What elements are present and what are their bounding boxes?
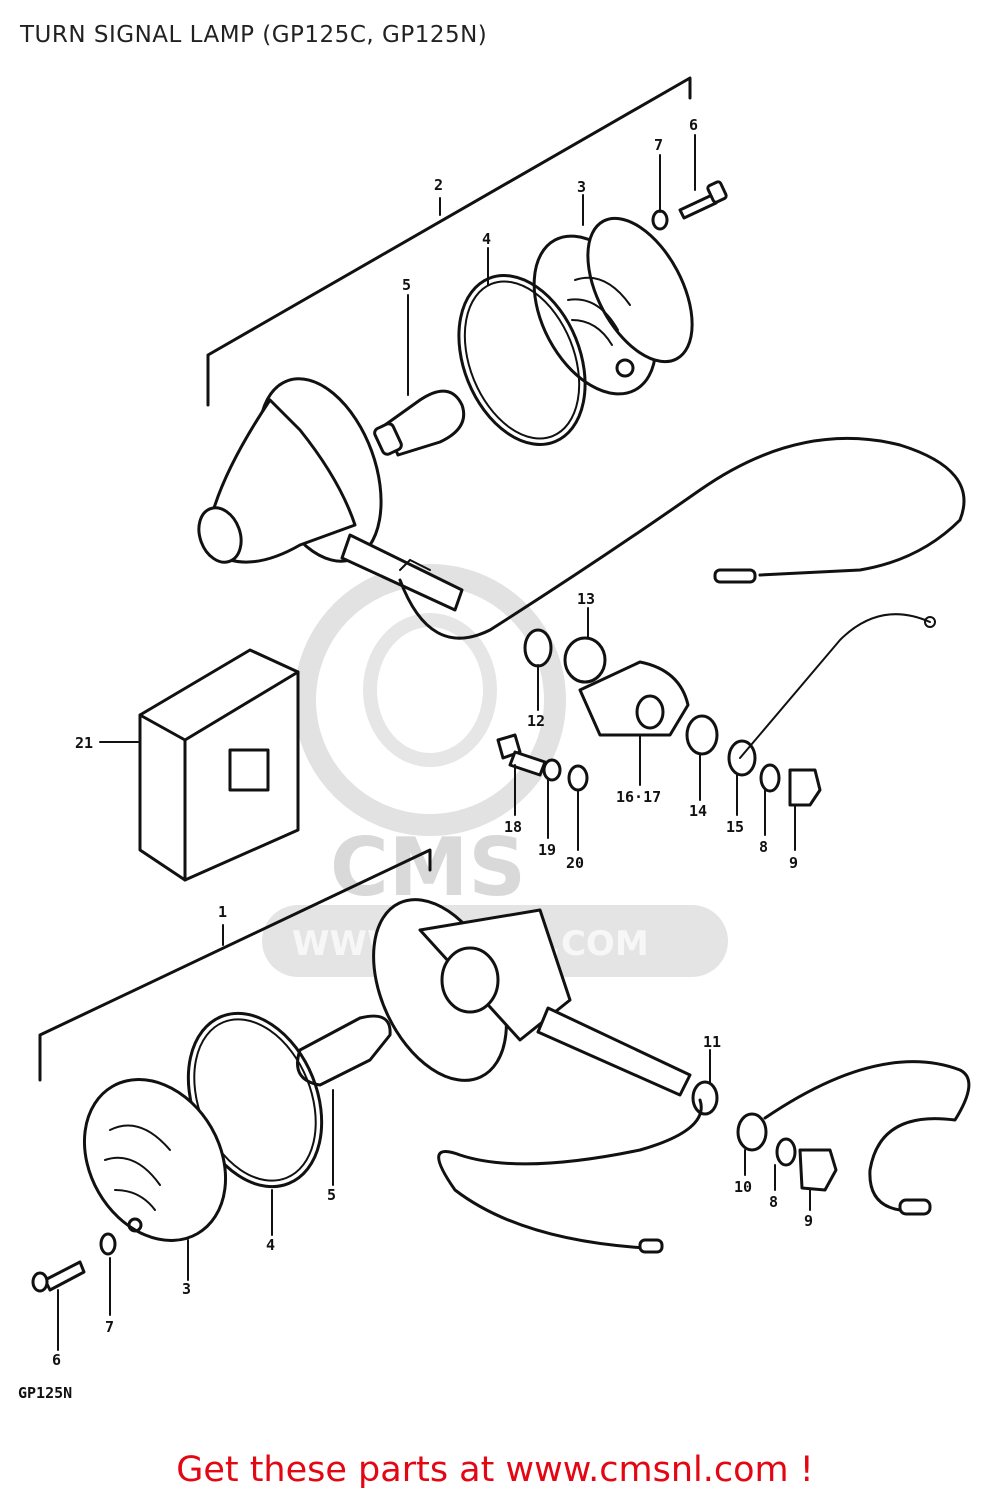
wire-terminal-upper [713, 568, 757, 584]
callout-8-lower: 8 [769, 1193, 778, 1211]
lockwasher-8-upper [759, 763, 781, 793]
callout-5-upper: 5 [402, 276, 411, 294]
callout-1: 1 [218, 903, 227, 921]
callout-12: 12 [527, 712, 545, 730]
footer-promo-link[interactable]: Get these parts at www.cmsnl.com ! [176, 1450, 814, 1490]
washer-7-lower [99, 1232, 117, 1256]
nut-9-upper [788, 768, 822, 807]
callout-8-upper: 8 [759, 838, 768, 856]
wire-lower-right [763, 1060, 971, 1212]
washer-19 [542, 758, 562, 782]
callout-11: 11 [703, 1033, 721, 1051]
callout-6-lower: 6 [52, 1351, 61, 1369]
wire-lower-left [437, 1098, 703, 1250]
washer-10 [736, 1112, 768, 1152]
callout-14: 14 [689, 802, 707, 820]
leader-lines [57, 134, 811, 1351]
lockwasher-8-lower [775, 1137, 797, 1167]
callout-19: 19 [538, 841, 556, 859]
callout-7-lower: 7 [105, 1318, 114, 1336]
gasket-4-upper [457, 274, 587, 446]
callout-3-lower: 3 [182, 1280, 191, 1298]
model-label: GP125N [18, 1384, 72, 1402]
bulb-5-upper [373, 389, 466, 457]
screw-6-lower [43, 1260, 86, 1292]
wire-mount [739, 613, 931, 759]
housing-upper [197, 377, 464, 612]
watermark-brand: CMS [330, 821, 526, 914]
callout-18: 18 [504, 818, 522, 836]
page-title: TURN SIGNAL LAMP (GP125C, GP125N) [20, 22, 488, 48]
upper-lamp-assembly [197, 76, 966, 640]
callout-15: 15 [726, 818, 744, 836]
callout-labels: 1 2 3 3 4 4 5 5 6 6 7 7 8 8 9 9 10 11 12… [18, 116, 813, 1402]
callout-9-upper: 9 [789, 854, 798, 872]
callout-7-upper: 7 [654, 136, 663, 154]
callout-10: 10 [734, 1178, 752, 1196]
spacer-14 [685, 714, 719, 756]
washer-7-upper [651, 209, 669, 231]
callout-4-lower: 4 [266, 1236, 275, 1254]
callout-16-17: 16·17 [616, 788, 661, 806]
callout-6-upper: 6 [689, 116, 698, 134]
lens-3-upper [532, 216, 694, 396]
callout-2: 2 [434, 176, 443, 194]
callout-3-upper: 3 [577, 178, 586, 196]
callout-9-lower: 9 [804, 1212, 813, 1230]
callout-20: 20 [566, 854, 584, 872]
callout-13: 13 [577, 590, 595, 608]
assembly-bracket-lower [38, 848, 432, 1082]
screw-6-upper [678, 193, 718, 220]
bulb-5-lower [296, 1014, 392, 1087]
washer-11 [691, 1080, 719, 1116]
callout-5-lower: 5 [327, 1186, 336, 1204]
washer-12 [523, 628, 553, 668]
lower-lamp-assembly [31, 848, 971, 1293]
callout-4-upper: 4 [482, 230, 491, 248]
mounting-hardware [496, 613, 936, 807]
callout-21: 21 [75, 734, 93, 752]
nut-9-lower [798, 1148, 838, 1192]
lens-3-lower [82, 1078, 228, 1242]
assembly-bracket-upper [206, 76, 692, 407]
bushing-13 [563, 636, 607, 684]
flasher-relay-21 [99, 648, 300, 882]
wire-upper [398, 436, 966, 640]
washer-20 [567, 764, 589, 792]
